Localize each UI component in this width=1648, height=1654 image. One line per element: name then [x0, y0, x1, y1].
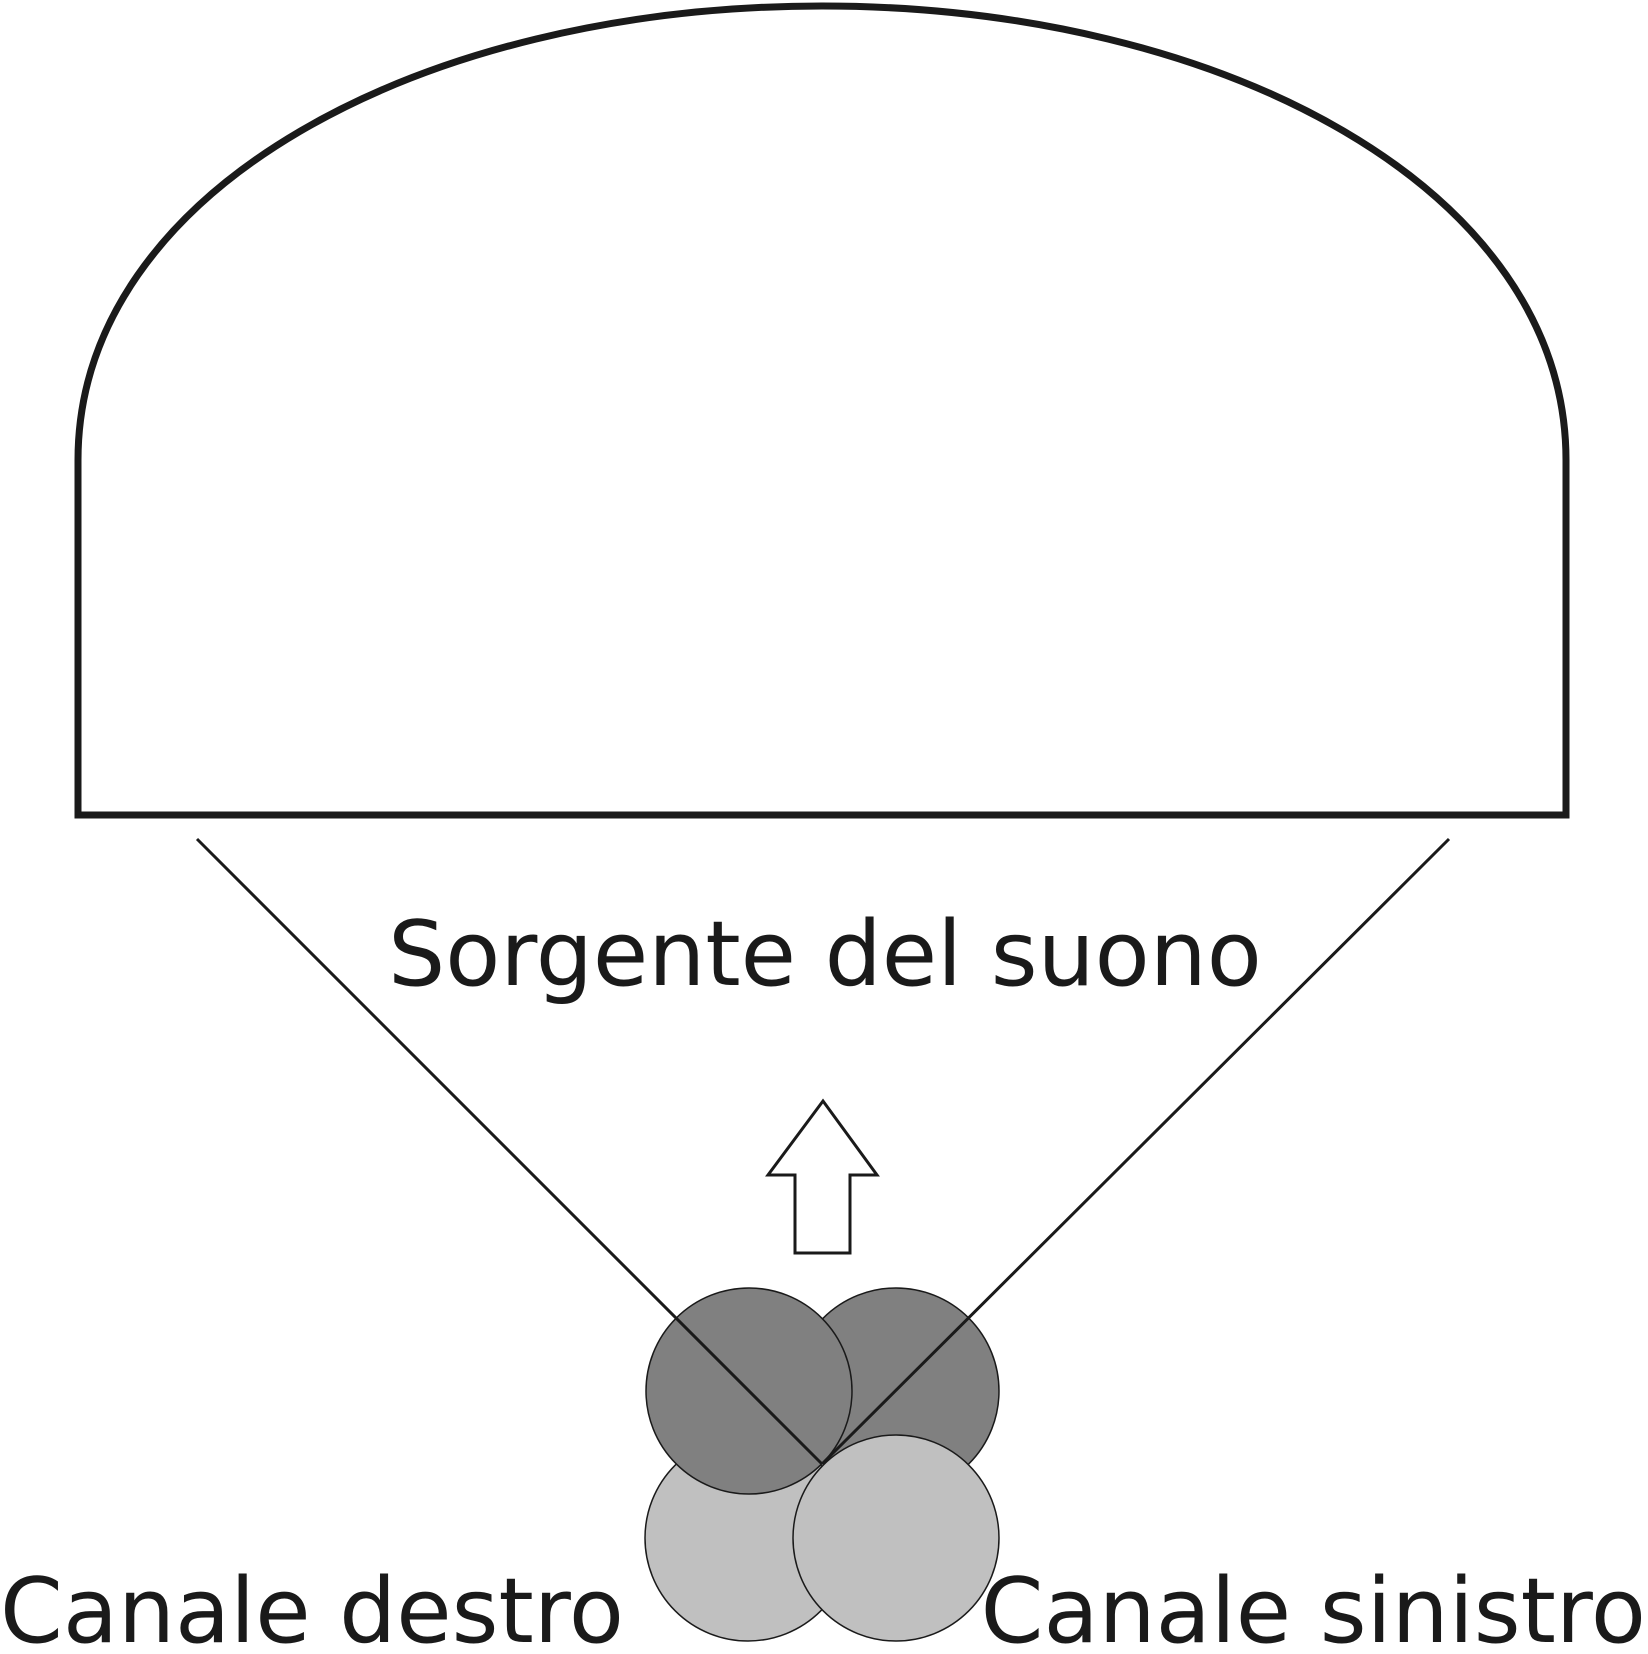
sound-source-label: Sorgente del suono: [388, 902, 1262, 1007]
left-channel-label: Canale sinistro: [981, 1559, 1646, 1654]
sound-source-enclosure: [74, 2, 1570, 819]
lower-right-circle: [792, 1434, 1000, 1642]
right-sound-line: [820, 837, 1451, 1466]
left-sound-line: [195, 837, 824, 1466]
right-channel-label: Canale destro: [0, 1559, 624, 1654]
direction-arrow-icon: [765, 1098, 880, 1255]
